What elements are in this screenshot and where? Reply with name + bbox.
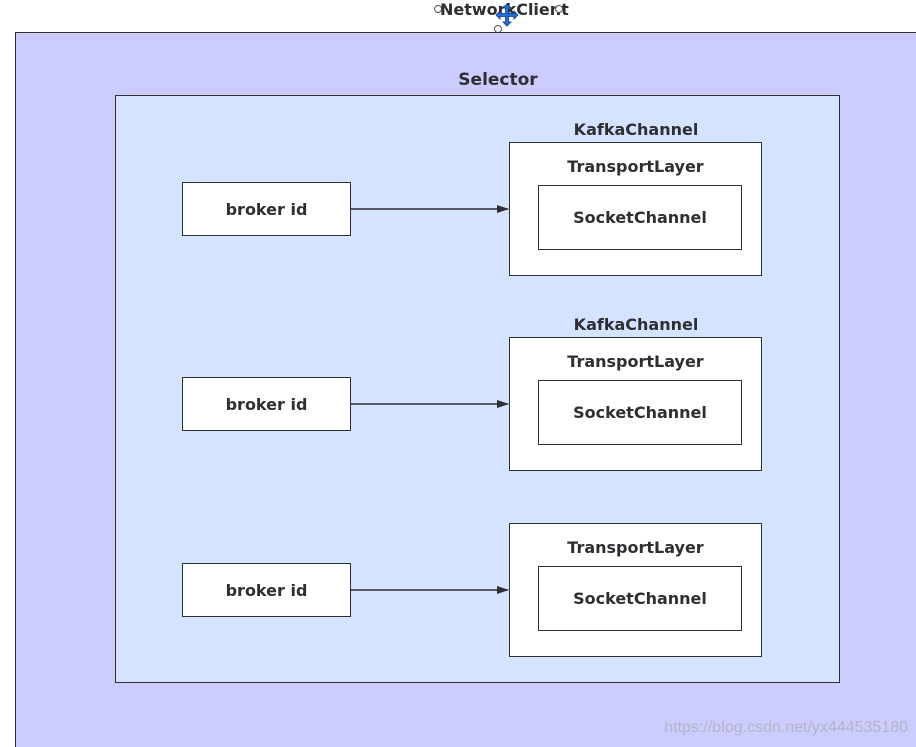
broker-id-box[interactable]: broker id (182, 377, 351, 431)
socket-channel-label: SocketChannel (573, 403, 707, 422)
kafka-channel-title: KafkaChannel (573, 315, 699, 334)
resize-handle-left[interactable] (434, 5, 442, 13)
transport-layer-title: TransportLayer (567, 352, 704, 371)
socket-channel-box[interactable]: SocketChannel (538, 566, 742, 631)
transport-layer-title: TransportLayer (567, 538, 704, 557)
network-client-title[interactable]: NetworkClient (440, 0, 569, 19)
selector-title: Selector (458, 70, 538, 90)
broker-id-label: broker id (225, 394, 308, 414)
transport-layer-title: TransportLayer (567, 157, 704, 176)
socket-channel-label: SocketChannel (573, 208, 707, 227)
broker-id-box[interactable]: broker id (182, 182, 351, 236)
broker-id-label: broker id (225, 199, 308, 219)
resize-handle-right[interactable] (555, 5, 563, 13)
socket-channel-box[interactable]: SocketChannel (538, 185, 742, 250)
kafka-channel-title: KafkaChannel (573, 120, 699, 139)
socket-channel-label: SocketChannel (573, 589, 707, 608)
move-cursor-icon[interactable] (495, 3, 519, 27)
socket-channel-box[interactable]: SocketChannel (538, 380, 742, 445)
broker-id-label: broker id (225, 580, 308, 600)
broker-id-box[interactable]: broker id (182, 563, 351, 617)
watermark-text: https://blog.csdn.net/yx444535180 (664, 719, 908, 736)
